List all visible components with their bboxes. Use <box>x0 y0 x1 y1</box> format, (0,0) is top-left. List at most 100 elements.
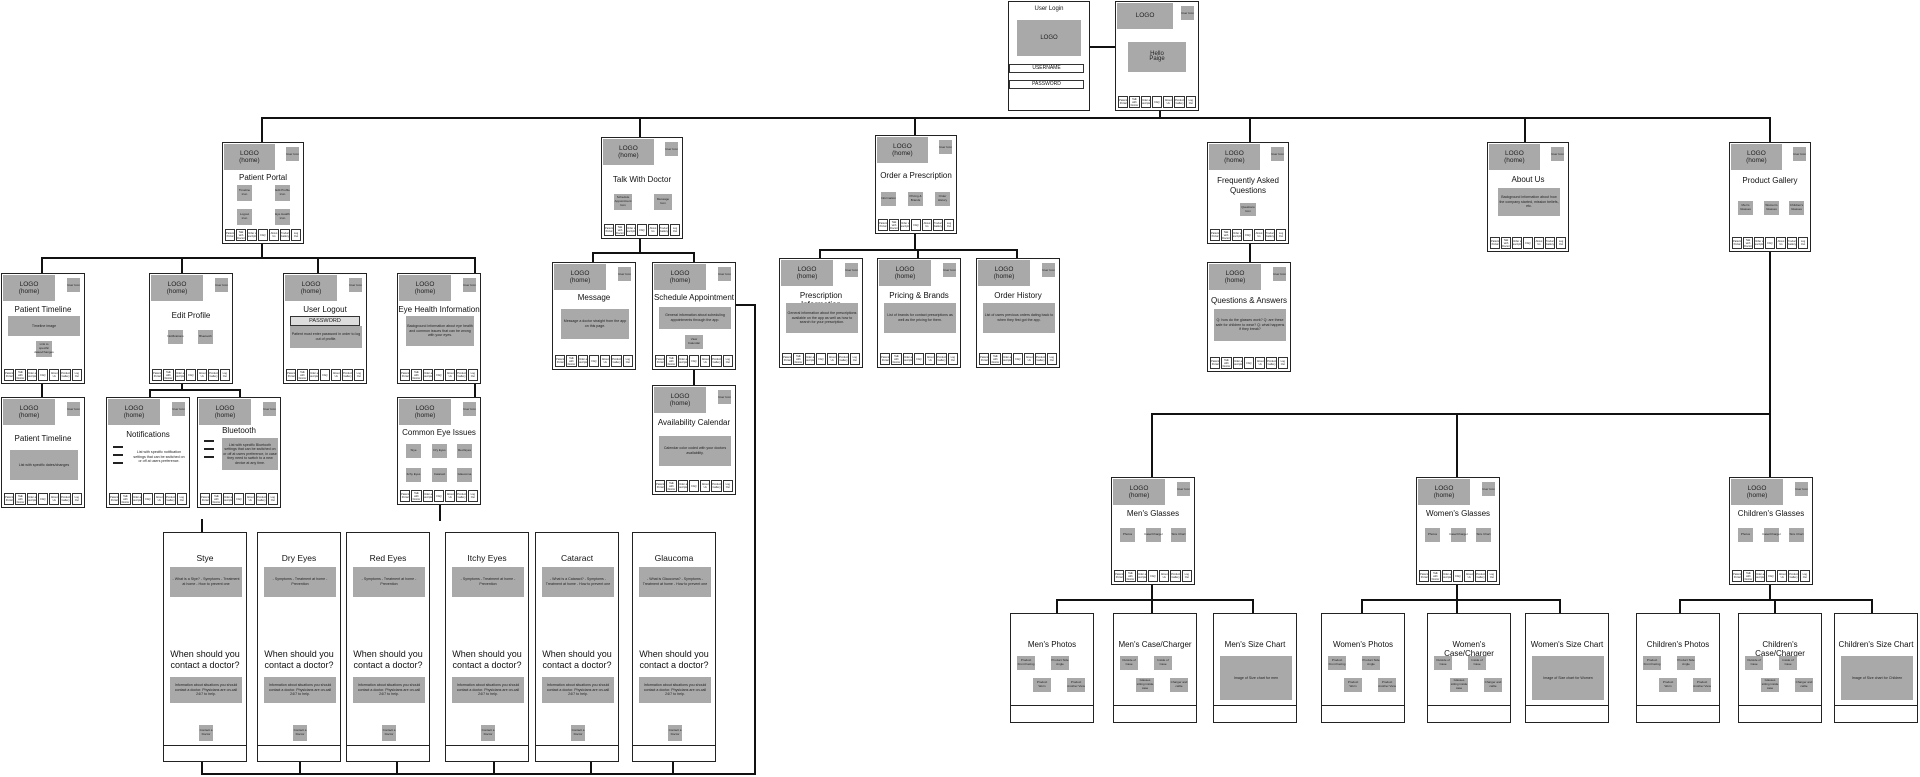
link-tile[interactable]: Product Front Facing <box>1643 656 1661 670</box>
link-tile[interactable]: Timeline Icon <box>237 185 252 201</box>
nav-button[interactable]: Log Out <box>71 493 82 505</box>
nav-button[interactable]: Patient Portal <box>1732 570 1743 582</box>
nav-button[interactable]: Product Gallery <box>659 224 669 236</box>
logo-home-button[interactable]: LOGO(home) <box>1113 479 1166 505</box>
nav-button[interactable]: Log Out <box>944 219 954 231</box>
nav-button[interactable]: Log Out <box>467 490 478 502</box>
link-tile[interactable]: Photos <box>1738 528 1753 542</box>
logo-home-button[interactable]: LOGO(home) <box>1731 479 1784 505</box>
user-icon[interactable]: User Icon <box>1795 482 1808 496</box>
nav-button[interactable]: About Us <box>49 493 60 505</box>
nav-button[interactable]: Product Gallery <box>60 493 71 505</box>
nav-button[interactable]: About Us <box>245 493 256 505</box>
logo-home-button[interactable]: LOGO(home) <box>399 275 452 301</box>
link-tile[interactable]: Bluetooth <box>198 330 213 344</box>
nav-button[interactable]: FAQ <box>319 369 331 381</box>
nav-button[interactable]: Talk with Doctor <box>891 353 902 365</box>
logo-home-button[interactable]: LOGO(home) <box>199 399 252 425</box>
nav-button[interactable]: Patient Portal <box>152 369 163 381</box>
link-tile[interactable]: Photos <box>1120 528 1135 542</box>
nav-button[interactable]: Patient Portal <box>225 229 235 241</box>
nav-button[interactable]: Patient Portal <box>782 353 793 365</box>
nav-button[interactable]: Order a Prescription <box>1754 237 1764 249</box>
link-tile[interactable]: Product Another View <box>1067 678 1085 692</box>
nav-button[interactable]: Order a Prescription <box>422 369 433 381</box>
user-icon[interactable]: User Icon <box>263 402 276 416</box>
nav-button[interactable]: Talk with Doctor <box>15 369 26 381</box>
nav-button[interactable]: About Us <box>1534 237 1544 249</box>
user-icon[interactable]: User Icon <box>1271 147 1284 161</box>
nav-button[interactable]: Product Gallery <box>1170 570 1181 582</box>
nav-button[interactable]: Talk with Doctor <box>1430 570 1441 582</box>
link-tile[interactable]: Product Side Angle <box>1051 656 1069 670</box>
nav-button[interactable]: Product Gallery <box>1787 237 1797 249</box>
logo-home-button[interactable]: LOGO(home) <box>554 264 607 290</box>
nav-button[interactable]: FAQ <box>911 219 921 231</box>
user-icon[interactable]: User Icon <box>286 147 299 161</box>
nav-button[interactable]: Product Gallery <box>933 219 943 231</box>
link-tile[interactable]: Cataract <box>432 468 447 482</box>
nav-button[interactable]: Order a Prescription <box>131 493 142 505</box>
nav-button[interactable]: Order a Prescription <box>900 219 910 231</box>
nav-button[interactable]: Log Out <box>622 355 633 367</box>
link-tile[interactable]: Eye Health Icon <box>275 209 290 225</box>
user-icon[interactable]: User Icon <box>1273 267 1286 281</box>
nav-button[interactable]: About Us <box>1777 570 1788 582</box>
logo-home-button[interactable]: LOGO(home) <box>151 275 204 301</box>
link-tile[interactable]: Women's Glasses <box>1764 201 1779 215</box>
link-tile[interactable]: Charger and cable <box>1795 678 1813 692</box>
link-tile[interactable]: Product Side Angle <box>1677 656 1695 670</box>
nav-button[interactable]: Product Gallery <box>1035 353 1046 365</box>
nav-button[interactable]: Talk with Doctor <box>236 229 246 241</box>
link-tile[interactable]: Inside of Case <box>1468 656 1486 670</box>
link-tile[interactable]: Case/Charger <box>1762 528 1781 542</box>
link-tile[interactable]: Outside of Case <box>1745 656 1763 670</box>
nav-button[interactable]: Product Gallery <box>208 369 219 381</box>
nav-button[interactable]: Talk with Doctor <box>163 369 174 381</box>
nav-button[interactable]: Talk with Doctor <box>793 353 804 365</box>
nav-button[interactable]: Log Out <box>1276 229 1286 241</box>
nav-button[interactable]: Patient Portal <box>4 369 15 381</box>
nav-button[interactable]: Log Out <box>71 369 82 381</box>
nav-button[interactable]: FAQ <box>688 480 700 492</box>
nav-button[interactable]: Order a Prescription <box>1754 570 1765 582</box>
link-tile[interactable]: Questions Icon <box>1240 203 1256 216</box>
nav-button[interactable]: About Us <box>331 369 342 381</box>
user-icon[interactable]: User Icon <box>618 267 631 281</box>
nav-button[interactable]: Product Gallery <box>456 490 467 502</box>
user-icon[interactable]: User Icon <box>67 402 80 416</box>
nav-button[interactable]: Patient Portal <box>604 224 614 236</box>
nav-button[interactable]: Order a Prescription <box>308 369 319 381</box>
nav-button[interactable]: About Us <box>700 480 711 492</box>
nav-button[interactable]: Product Gallery <box>256 493 267 505</box>
user-icon[interactable]: User Icon <box>67 278 80 292</box>
logo-home-button[interactable]: LOGO(home) <box>877 137 928 163</box>
nav-button[interactable]: Patient Portal <box>109 493 120 505</box>
nav-button[interactable]: FAQ <box>233 493 245 505</box>
nav-button[interactable]: About Us <box>269 229 279 241</box>
nav-button[interactable]: Log Out <box>849 353 860 365</box>
user-icon[interactable]: User Icon <box>463 278 476 292</box>
nav-button[interactable]: Order a Prescription <box>1136 570 1147 582</box>
link-tile[interactable]: Logout Icon <box>237 209 252 225</box>
nav-button[interactable]: About Us <box>1163 96 1174 108</box>
nav-button[interactable]: Talk with Doctor <box>297 369 308 381</box>
nav-button[interactable]: Patient Portal <box>1118 96 1129 108</box>
nav-button[interactable]: About Us <box>445 369 456 381</box>
nav-button[interactable]: Order a Prescription <box>902 353 913 365</box>
logo-home-button[interactable]: LOGO(home) <box>399 399 452 425</box>
nav-button[interactable]: Order a Prescription <box>1441 570 1452 582</box>
nav-button[interactable]: About Us <box>1254 229 1264 241</box>
nav-button[interactable]: Talk with Doctor <box>1221 357 1232 369</box>
user-icon[interactable]: User Icon <box>1482 482 1495 496</box>
nav-button[interactable]: About Us <box>600 355 611 367</box>
link-tile[interactable]: View Calendar <box>685 335 703 349</box>
link-tile[interactable]: Pricing & Brands <box>908 192 923 206</box>
nav-button[interactable]: Log Out <box>670 224 680 236</box>
link-tile[interactable]: Glasses sitting inside case <box>1136 678 1154 692</box>
link-tile[interactable]: Edit Profile Icon <box>275 185 290 201</box>
nav-button[interactable]: Talk with Doctor <box>1743 570 1754 582</box>
link-tile[interactable]: Case/Charger <box>1449 528 1468 542</box>
nav-button[interactable]: Product Gallery <box>1174 96 1185 108</box>
nav-button[interactable]: FAQ <box>913 353 925 365</box>
